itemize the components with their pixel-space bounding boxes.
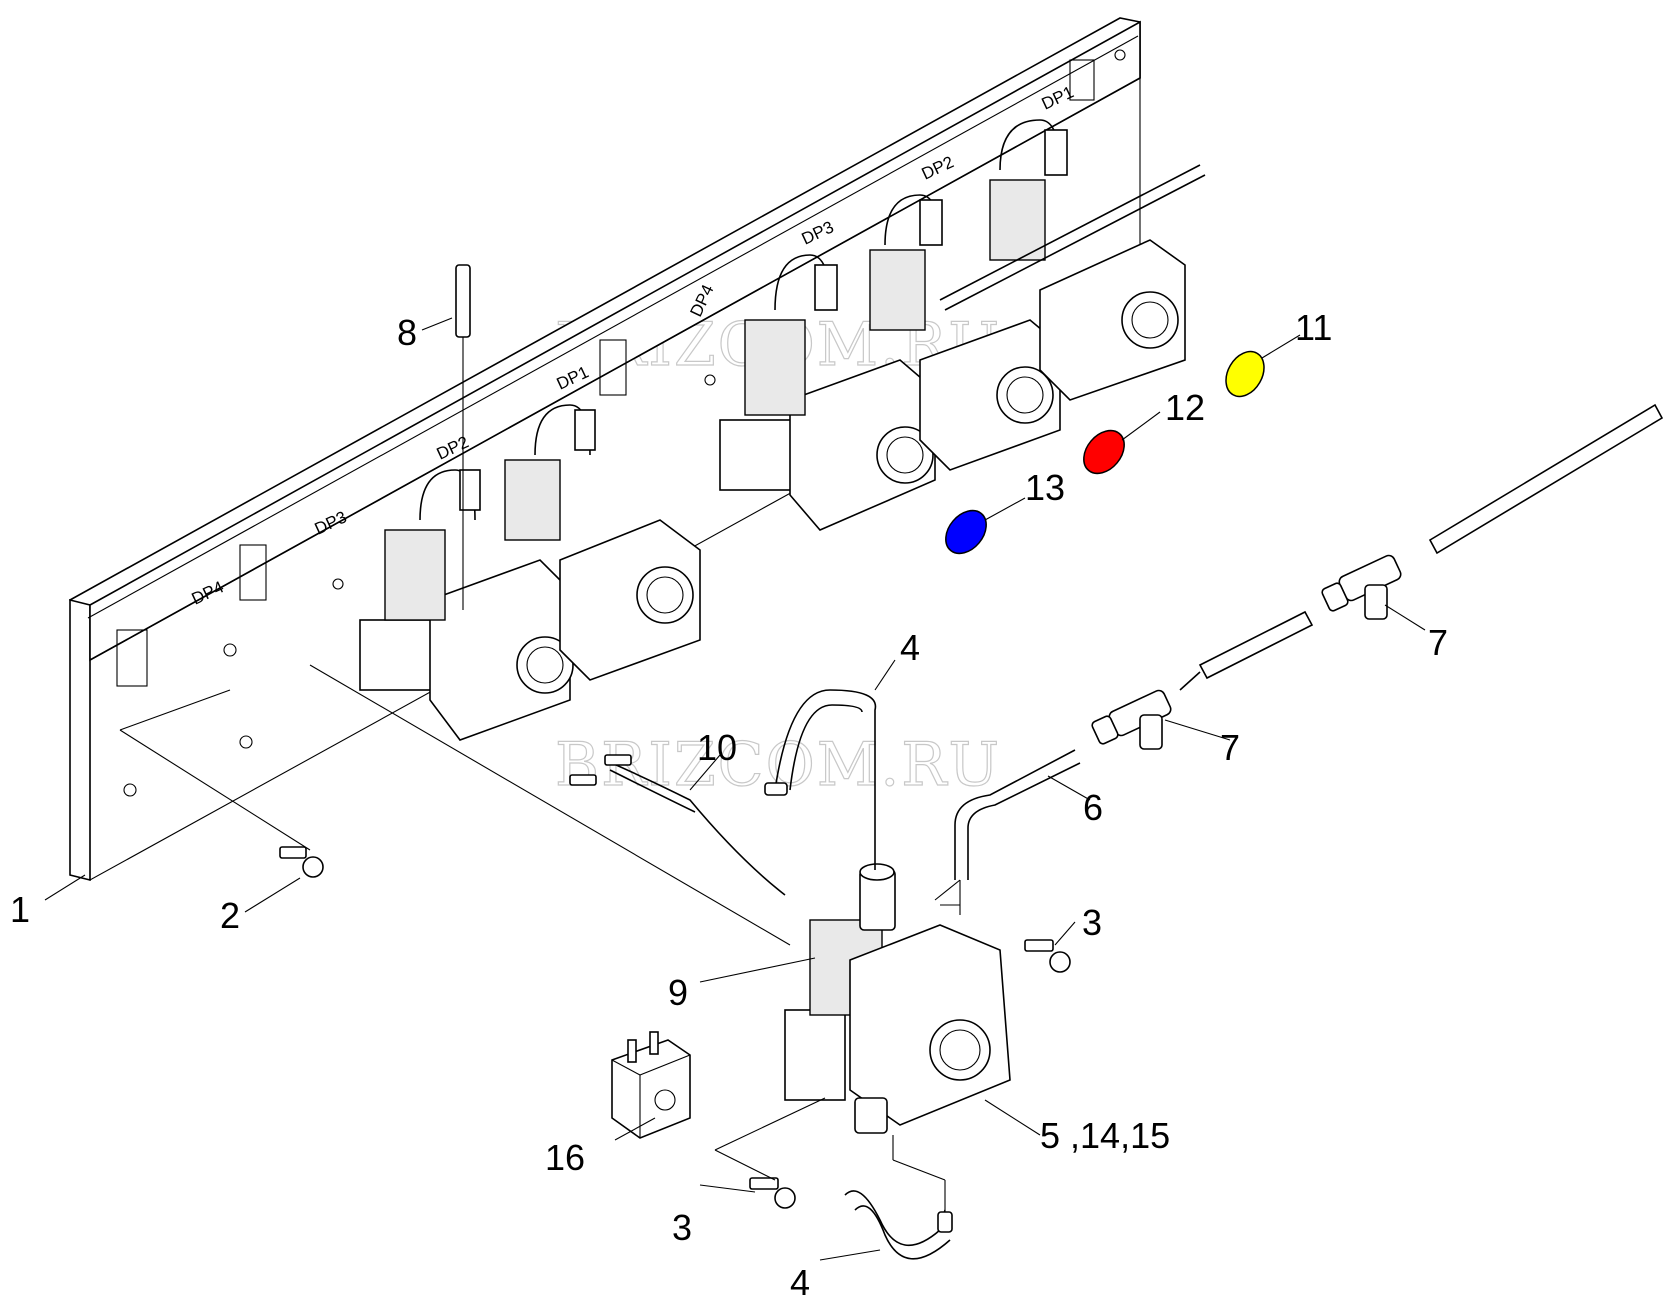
callout-12: 12 xyxy=(1165,387,1205,428)
screw-part-3-lower xyxy=(714,1097,826,1209)
callout-8: 8 xyxy=(397,312,417,353)
hose-part-4-upper xyxy=(764,689,877,870)
callout-5-14-15: 5 ,14,15 xyxy=(1040,1115,1170,1156)
callout-4-upper: 4 xyxy=(900,627,920,668)
valve-assembly-part-5 xyxy=(309,664,1011,1134)
callout-16: 16 xyxy=(545,1137,585,1178)
hose-part-6 xyxy=(934,749,1081,915)
callout-11: 11 xyxy=(1295,307,1332,348)
screw-part-3-right xyxy=(940,904,1071,973)
tee-fitting-part-7-upper xyxy=(1321,554,1402,620)
screw-part-2 xyxy=(119,689,324,878)
callout-7-lower: 7 xyxy=(1220,727,1240,768)
wire-harness-part-10 xyxy=(569,754,786,896)
color-swatch-11 xyxy=(1225,350,1265,398)
callout-9: 9 xyxy=(668,972,688,1013)
callout-4-lower: 4 xyxy=(790,1262,810,1303)
callout-6: 6 xyxy=(1083,787,1103,828)
tee-fitting-part-7-lower xyxy=(1091,689,1172,750)
callout-2: 2 xyxy=(220,895,240,936)
hose-part-4-lower xyxy=(844,1135,953,1260)
installed-valve-3 xyxy=(719,254,936,531)
callout-3-lower: 3 xyxy=(672,1207,692,1248)
tube-segments xyxy=(1179,403,1664,691)
color-swatch-12 xyxy=(1083,429,1125,475)
pin-part-8 xyxy=(455,264,471,610)
color-swatch-13 xyxy=(945,509,987,555)
callout-1: 1 xyxy=(10,889,30,930)
coil-part-16 xyxy=(611,1031,691,1139)
installed-valve-5 xyxy=(939,119,1206,401)
installed-valve-2 xyxy=(504,404,701,681)
callout-3-right: 3 xyxy=(1082,902,1102,943)
installed-valve-4 xyxy=(869,194,1061,471)
callout-7-upper: 7 xyxy=(1428,622,1448,663)
callout-13: 13 xyxy=(1025,467,1065,508)
leader-lines xyxy=(44,317,1426,1261)
callout-10: 10 xyxy=(697,727,737,768)
mounting-plate xyxy=(69,17,1141,882)
installed-valve-1 xyxy=(359,469,574,741)
